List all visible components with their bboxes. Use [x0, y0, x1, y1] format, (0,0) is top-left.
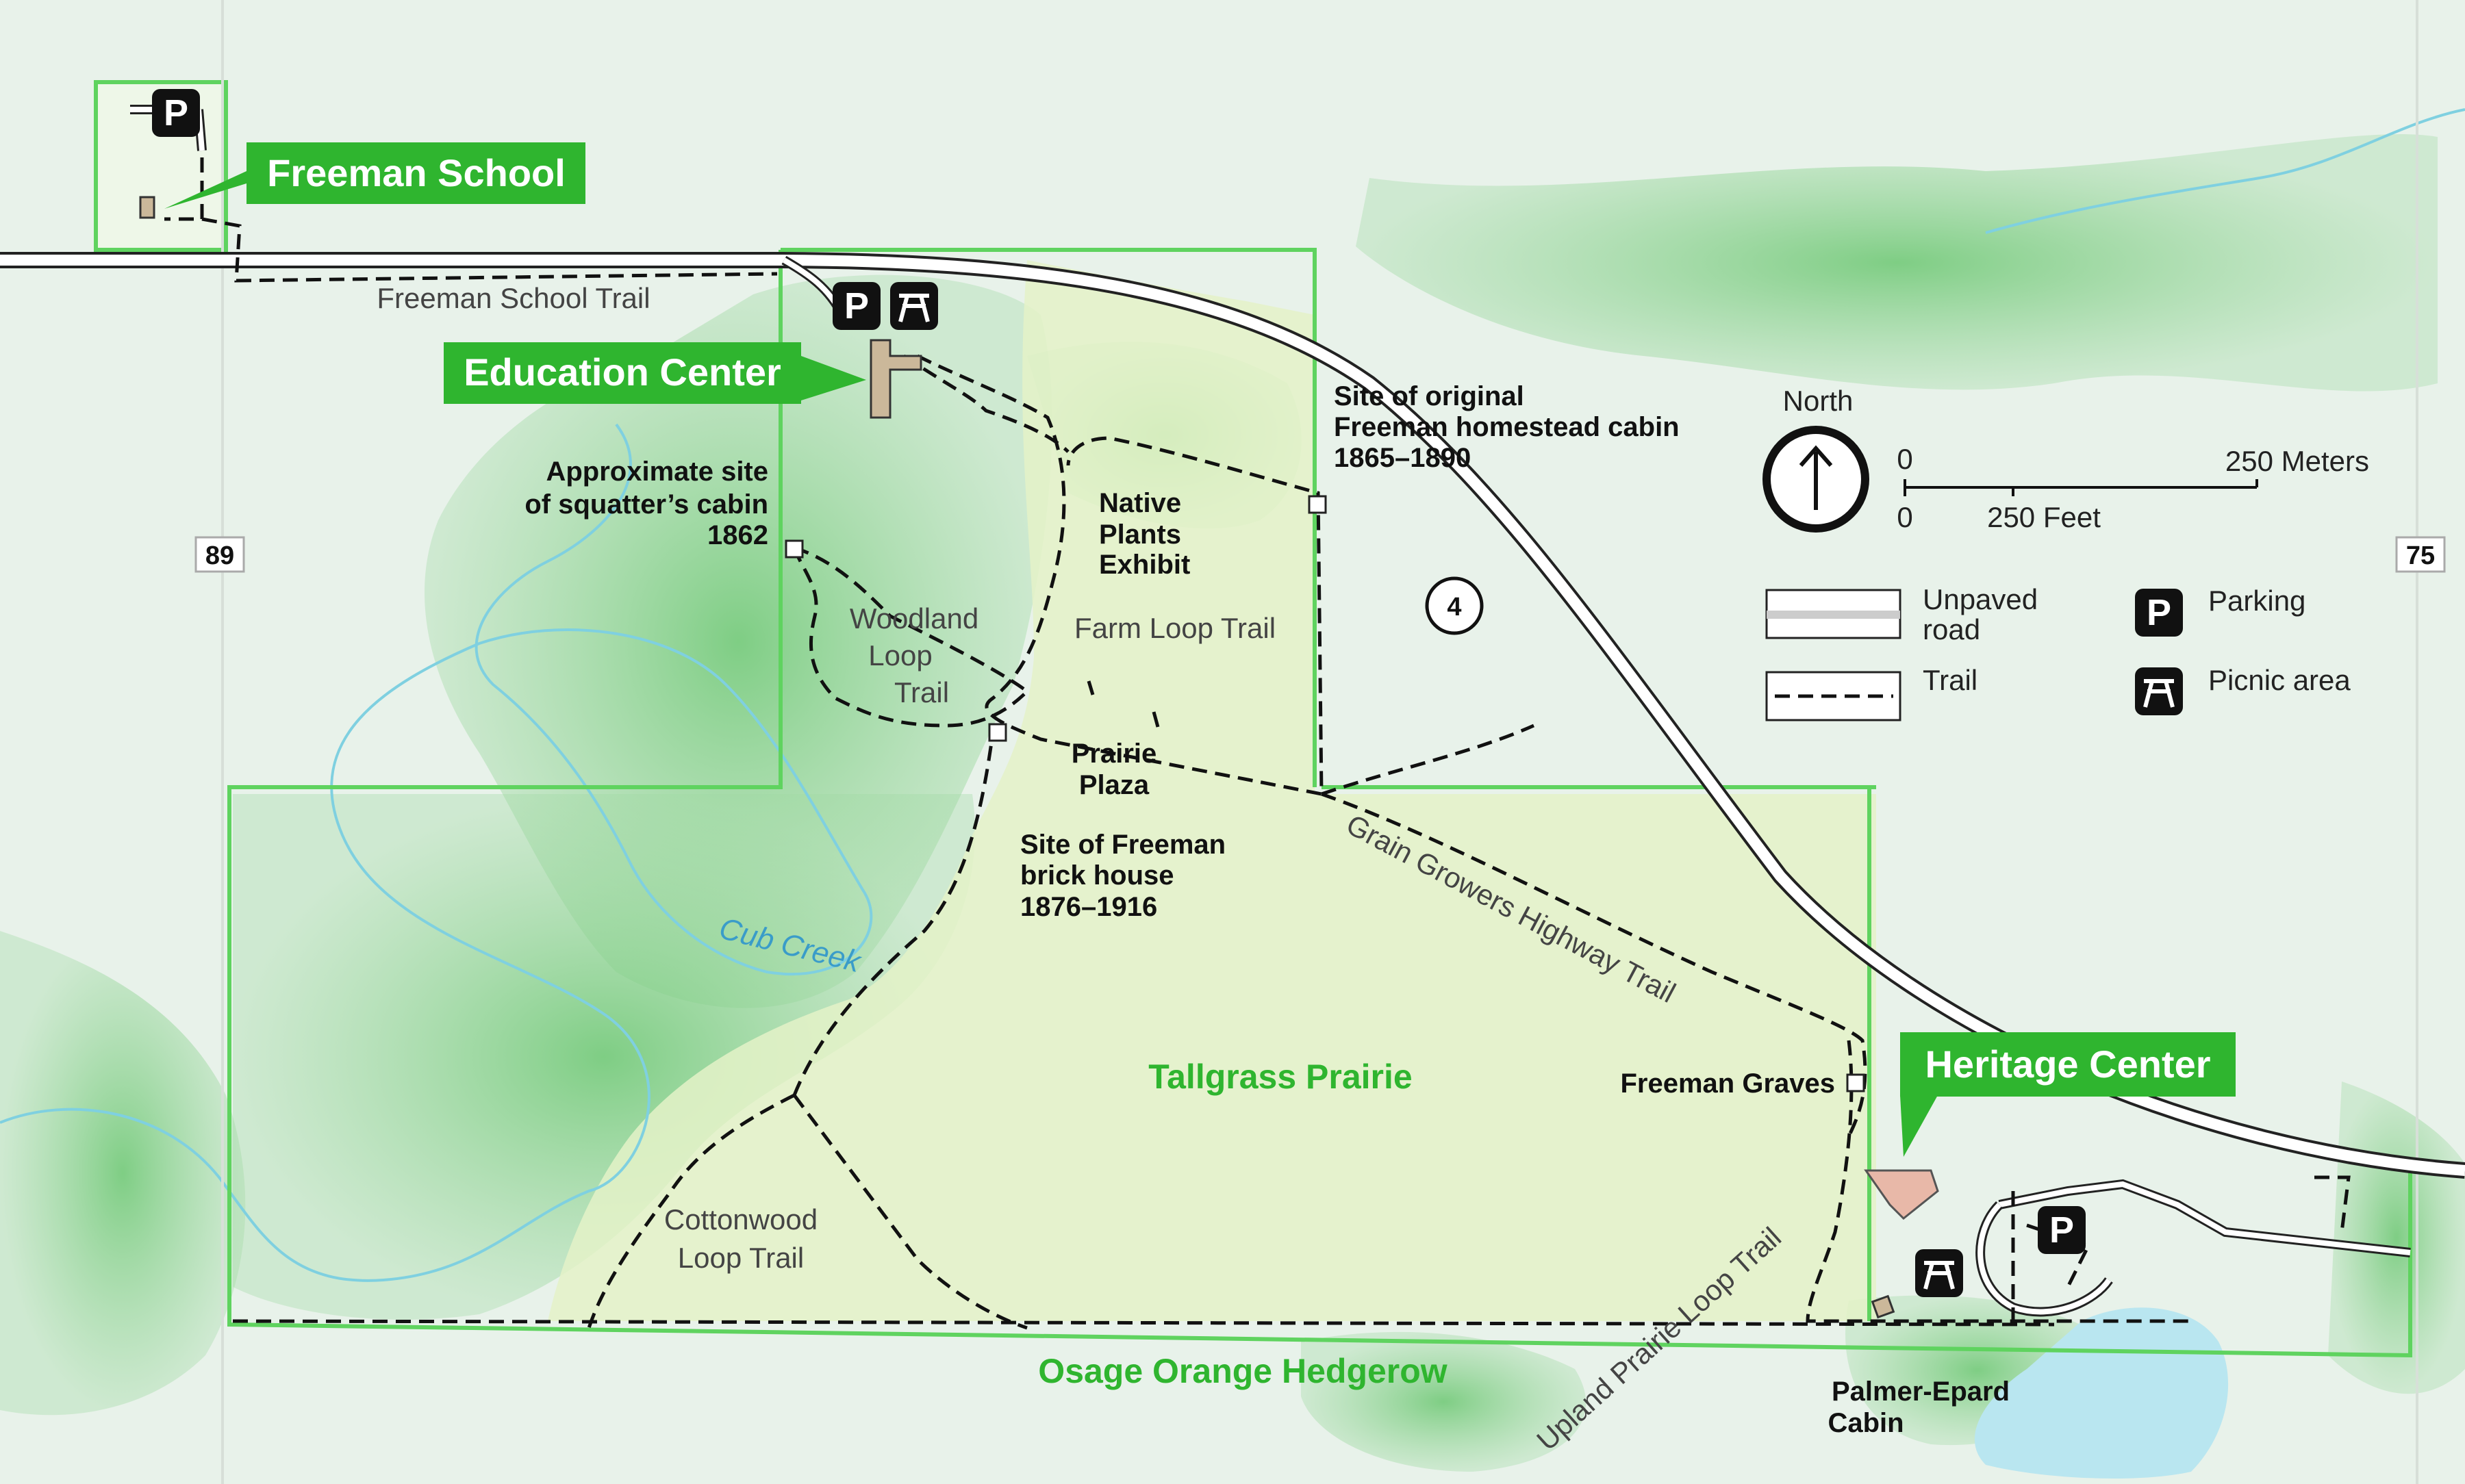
parking-icon[interactable]: [152, 89, 200, 137]
plaza-ticks: [1087, 680, 1160, 728]
woodland-loop-label-2: Loop: [868, 639, 932, 671]
woodland-loop-label-3: Trail: [894, 676, 949, 708]
native-label-2: Plants: [1099, 520, 1181, 550]
cottonwood-label-1: Cottonwood: [664, 1203, 818, 1236]
farm-loop-label: Farm Loop Trail: [1074, 612, 1276, 644]
brick-house-marker: [988, 723, 1007, 742]
heritage-center-callout-text: Heritage Center: [1925, 1042, 2210, 1086]
site-labels: Approximate site of squatter’s cabin 186…: [524, 381, 2010, 1438]
cub-creek: [0, 108, 2465, 1282]
picnic-icon-glyph: [1923, 1261, 1955, 1290]
site-markers: [785, 495, 1865, 1092]
unpaved-label-2: road: [1923, 613, 1980, 645]
route-shields: 89 75 4: [194, 536, 2446, 635]
palmer-label-2: Cabin: [1828, 1408, 1904, 1438]
callouts[interactable]: Freeman School Education Center Heritage…: [164, 142, 2236, 1157]
route-75-shield: [2395, 536, 2446, 573]
education-center-callout[interactable]: Education Center: [444, 342, 866, 404]
parking-icon[interactable]: [833, 282, 881, 330]
freeman-school-callout-text: Freeman School: [267, 151, 566, 194]
heritage-connector-path: [2011, 1175, 2351, 1321]
route-89-label: 89: [205, 541, 234, 570]
hedgerow-trail-path: [232, 1319, 2055, 1327]
picnic-icon-glyph: [898, 294, 930, 322]
plaza-label-1: Prairie: [1072, 739, 1157, 769]
parking-legend-label: Parking: [2208, 585, 2305, 617]
native-label-1: Native: [1099, 488, 1181, 518]
heritage-center-callout[interactable]: Heritage Center: [1900, 1032, 2236, 1157]
heritage-center-building: [1864, 1169, 1939, 1220]
farm-loop-trail-path: [916, 354, 1324, 797]
legend: North 0 250 Meters 0 250 Feet Unpaved ro…: [1762, 385, 2369, 721]
route-4-shield: [1425, 576, 1484, 635]
freeman-school-trail-path: [164, 157, 778, 283]
homestead-marker: [1308, 495, 1327, 514]
scale-zero-top: 0: [1897, 443, 1912, 475]
picnic-legend-glyph: [2143, 679, 2175, 708]
prairie-fill: [548, 260, 1876, 1321]
palmer-epard-cabin-building: [1871, 1294, 1895, 1319]
native-label-3: Exhibit: [1099, 550, 1190, 580]
plaza-label-2: Plaza: [1079, 770, 1150, 800]
grain-growers-trail-path: [1321, 792, 1867, 1138]
brick-house-label-3: 1876–1916: [1020, 892, 1157, 922]
tallgrass-prairie-label: Tallgrass Prairie: [1148, 1058, 1412, 1096]
squatter-label-1: Approximate site: [546, 457, 768, 487]
trails: [164, 157, 2351, 1330]
homestead-label-1: Site of original: [1334, 381, 1524, 411]
squatter-cabin-marker: [785, 539, 804, 559]
parking-icon-glyph: P: [844, 285, 869, 327]
squatter-label-2: of squatter’s cabin: [524, 489, 768, 520]
freeman-graves-label: Freeman Graves: [1620, 1069, 1835, 1099]
education-connector-path: [902, 354, 1070, 453]
freeman-school-trail-label: Freeman School Trail: [377, 282, 650, 314]
palmer-label-1: Palmer-Epard: [1832, 1377, 2010, 1407]
parking-icon[interactable]: [2038, 1206, 2086, 1254]
parking-legend-icon: [2135, 589, 2183, 637]
brick-house-label-2: brick house: [1020, 860, 1174, 891]
parking-icon-glyph: P: [2049, 1210, 2074, 1251]
woodland-loop-label-1: Woodland: [850, 602, 978, 635]
picnic-legend-label: Picnic area: [2208, 664, 2351, 696]
freeman-school-building: [139, 196, 155, 219]
scale-feet: 250 Feet: [1987, 501, 2101, 533]
map-icons[interactable]: P P P: [152, 89, 2086, 1297]
osage-hedgerow-label: Osage Orange Hedgerow: [1038, 1352, 1447, 1390]
freeman-school-callout[interactable]: Freeman School: [164, 142, 585, 209]
woodland-loop-trail-path: [792, 546, 1030, 728]
route-89-shield: [194, 536, 245, 573]
cottonwood-label-2: Loop Trail: [678, 1242, 804, 1274]
buildings: [139, 196, 1939, 1319]
highway-connector-path: [1321, 724, 1535, 796]
unpaved-label-1: Unpaved: [1923, 583, 2038, 615]
education-center-building: [870, 339, 922, 419]
squatter-label-3: 1862: [707, 520, 768, 550]
parking-icon-glyph: P: [164, 92, 188, 133]
education-center-callout-text: Education Center: [464, 350, 781, 394]
trail-legend-label: Trail: [1923, 664, 1977, 696]
scale-meters: 250 Meters: [2225, 445, 2369, 477]
scale-zero-bottom: 0: [1897, 501, 1912, 533]
freeman-graves-marker: [1846, 1073, 1865, 1092]
brick-house-label-1: Site of Freeman: [1020, 830, 1226, 860]
homestead-label-3: 1865–1890: [1334, 443, 1471, 473]
route-4-label: 4: [1447, 593, 1461, 622]
cottonwood-loop-trail-path: [587, 732, 1028, 1330]
homestead-label-2: Freeman homestead cabin: [1334, 412, 1680, 442]
north-label: North: [1783, 385, 1854, 417]
route-75-label: 75: [2406, 541, 2435, 570]
parking-legend-glyph: P: [2147, 592, 2171, 633]
